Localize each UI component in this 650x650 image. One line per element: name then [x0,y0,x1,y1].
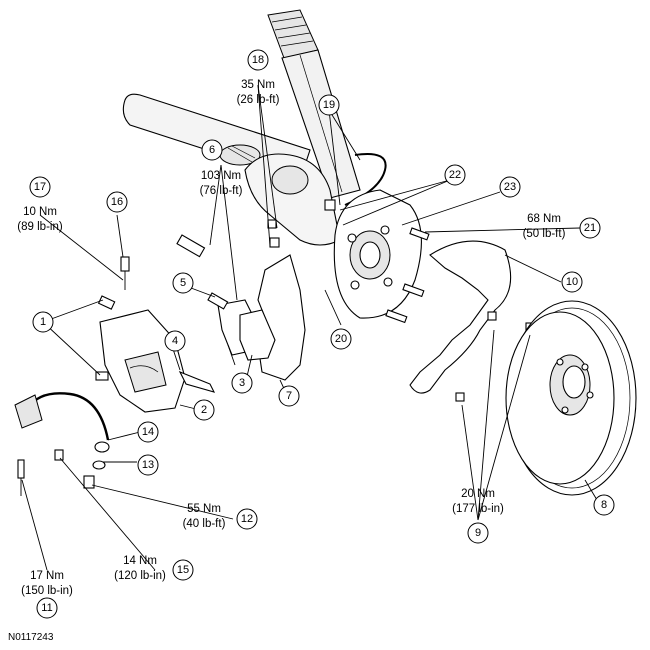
wheel-hub-bearing [333,189,422,319]
hose-bracket-bolt [54,449,64,461]
svg-text:(89 lb-in): (89 lb-in) [17,221,63,233]
figure-id: N0117243 [8,632,54,643]
svg-text:7: 7 [286,390,292,402]
brake-pads [217,299,276,361]
svg-text:6: 6 [209,144,215,156]
callout-21: 21 [579,217,601,239]
brake-line-fitting [17,459,25,496]
svg-text:(177 lb-in): (177 lb-in) [452,503,504,515]
strut-shock-absorber [267,9,361,199]
torque-label-6: 103 Nm (76 lb-ft) [200,170,243,197]
svg-text:(120 lb-in): (120 lb-in) [114,570,166,582]
callout-23: 23 [499,176,521,198]
svg-text:4: 4 [172,335,178,347]
brake-hose [27,392,110,441]
callout-19: 19 [318,94,340,116]
svg-text:2: 2 [201,404,207,416]
svg-text:21: 21 [584,222,596,234]
svg-text:(26 lb-ft): (26 lb-ft) [237,94,280,106]
svg-text:15: 15 [177,564,189,576]
caliper-guide-pin-bolts [95,295,116,381]
callout-10: 10 [561,271,583,293]
callout-5: 5 [172,272,194,294]
svg-text:20: 20 [335,333,347,345]
svg-text:(40 lb-ft): (40 lb-ft) [183,518,226,530]
callout-14: 14 [137,421,159,443]
callout-15: 15 [172,559,194,581]
callout-17: 17 [29,176,51,198]
callout-2: 2 [193,399,215,421]
callout-20: 20 [330,328,352,350]
torque-label-17: 10 Nm (89 lb-in) [17,206,63,233]
svg-text:13: 13 [142,459,154,471]
torque-label-18: 35 Nm (26 lb-ft) [237,79,280,106]
svg-text:22: 22 [449,169,461,181]
bleeder-screw [120,256,130,272]
svg-text:9: 9 [475,527,481,539]
brake-disc-rotor [505,300,637,496]
svg-text:(50 lb-ft): (50 lb-ft) [523,228,566,240]
callout-22: 22 [444,164,466,186]
svg-text:11: 11 [41,602,52,614]
callout-9: 9 [467,522,489,544]
svg-text:(76 lb-ft): (76 lb-ft) [200,185,243,197]
torque-label-15: 14 Nm (120 lb-in) [114,555,166,582]
brake-caliper [99,309,186,413]
svg-text:23: 23 [504,181,516,193]
brake-disc-shield [409,240,512,394]
callout-1: 1 [32,311,54,333]
banjo-bolt-washers [83,441,110,489]
svg-text:103 Nm: 103 Nm [201,170,241,182]
callout-13: 13 [137,454,159,476]
svg-text:55 Nm: 55 Nm [187,503,221,515]
torque-label-11: 17 Nm (150 lb-in) [21,570,73,597]
svg-text:1: 1 [40,316,46,328]
svg-text:19: 19 [323,99,335,111]
svg-text:(150 lb-in): (150 lb-in) [21,585,73,597]
callout-18: 18 [247,49,269,71]
svg-text:12: 12 [241,513,253,525]
torque-label-21: 68 Nm (50 lb-ft) [523,213,566,240]
anchor-bracket-bolts [176,234,229,310]
callout-6: 6 [201,139,223,161]
svg-text:35 Nm: 35 Nm [241,79,275,91]
svg-text:5: 5 [180,277,186,289]
svg-text:16: 16 [111,196,123,208]
svg-text:17 Nm: 17 Nm [30,570,64,582]
svg-text:3: 3 [239,377,245,389]
torque-label-12: 55 Nm (40 lb-ft) [183,503,226,530]
callout-3: 3 [231,372,253,394]
svg-text:10 Nm: 10 Nm [23,206,57,218]
anti-rattle-clip [178,370,216,393]
svg-text:10: 10 [566,276,578,288]
callout-16: 16 [106,191,128,213]
callout-8: 8 [593,494,615,516]
svg-text:8: 8 [601,499,607,511]
callout-11: 11 [36,597,58,619]
svg-text:17: 17 [34,181,46,193]
svg-text:14 Nm: 14 Nm [123,555,157,567]
svg-text:14: 14 [142,426,154,438]
torque-label-9: 20 Nm (177 lb-in) [452,488,504,515]
callout-4: 4 [164,330,186,352]
svg-text:18: 18 [252,54,264,66]
svg-text:20 Nm: 20 Nm [461,488,495,500]
callout-12: 12 [236,508,258,530]
hub-bolts [267,199,430,324]
svg-text:68 Nm: 68 Nm [527,213,561,225]
callout-7: 7 [278,385,300,407]
